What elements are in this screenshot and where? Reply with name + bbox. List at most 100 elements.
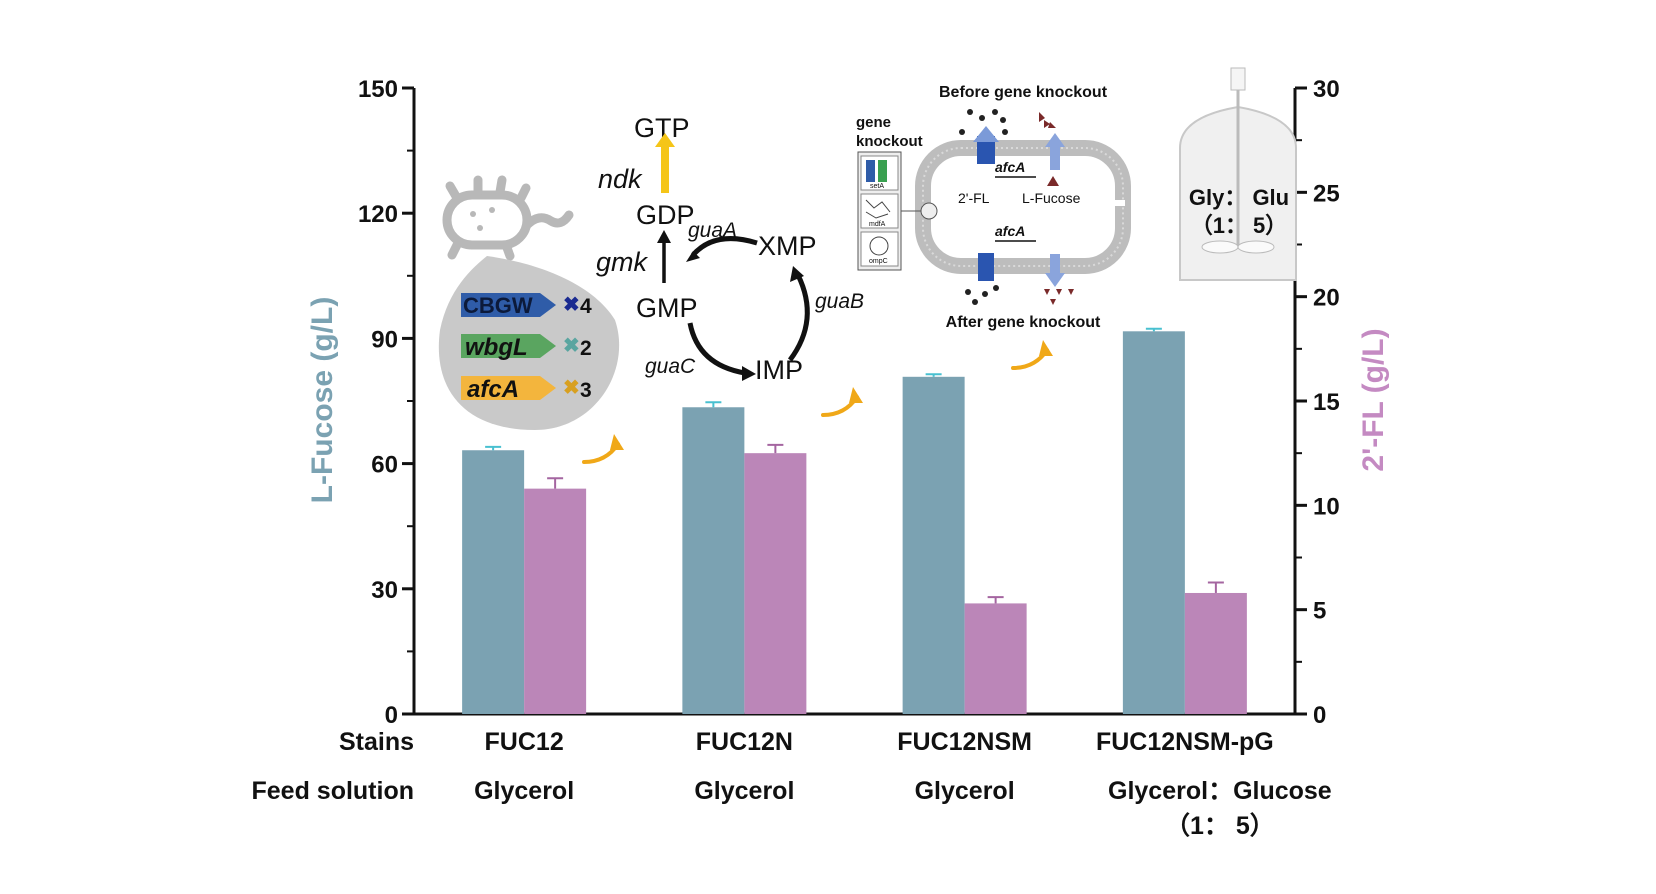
seta-protein-icon-2: [878, 160, 887, 182]
2fl-molecules-bottom: [965, 285, 999, 305]
gmp-to-imp-arc: [687, 322, 746, 376]
progression-arrow-head: [849, 387, 863, 403]
right-tick-label: 25: [1313, 180, 1340, 207]
pathway-gdp: GDP: [636, 200, 695, 230]
membrane-port-icon: [920, 202, 938, 220]
bar-l-fucose: [902, 376, 965, 714]
fermenter-ratio-line2: （1： 5）: [1191, 213, 1288, 238]
progression-arrows: [582, 340, 1053, 464]
imp-to-xmp-head: [790, 266, 804, 282]
fucose-export-arrow-head: [1045, 133, 1065, 147]
product-fucose: L-Fucose: [1022, 190, 1081, 206]
cassette-wbgl: wbgL ✖ 2: [461, 334, 592, 361]
pathway-inset: GTP ndk GDP gmk GMP XMP IMP guaA guaB gu…: [596, 113, 864, 385]
left-axis-title: L-Fucose (g/L): [306, 297, 339, 504]
ndk-arrow-head: [655, 133, 675, 147]
wbgl-label: wbgL: [465, 334, 528, 361]
before-knockout-label: Before gene knockout: [939, 84, 1108, 101]
progression-arrow-head: [610, 434, 624, 450]
right-tick-label: 5: [1313, 598, 1326, 625]
feed-label: Glycerol：Glucose: [1108, 777, 1332, 805]
right-axis-title: 2'-FL (g/L): [1357, 328, 1390, 471]
bar-2-fl: [964, 603, 1027, 714]
progression-arrow-head: [1039, 340, 1053, 356]
gmk-arrow-head: [657, 230, 671, 243]
pathway-gmk: gmk: [596, 247, 649, 277]
wbgl-copies: 2: [580, 337, 592, 360]
cbgw-label: CBGW: [463, 293, 533, 318]
left-tick-label: 60: [371, 452, 398, 479]
afca-x-icon: ✖: [563, 377, 580, 399]
gmp-to-imp-head: [742, 366, 756, 381]
transporter-ompc-label: ompC: [869, 258, 888, 265]
fucose-molecules-bottom: [1044, 289, 1074, 305]
cassette-cbgw: CBGW ✖ 4: [461, 293, 592, 318]
strain-label: FUC12N: [696, 728, 793, 756]
bar-layer: [462, 327, 1247, 714]
setA-transporter-before: [977, 136, 995, 164]
imp-to-xmp-arc: [787, 273, 810, 362]
feed-label: Glycerol: [474, 777, 574, 805]
cassette-afca: afcA ✖ 3: [461, 376, 592, 403]
impeller-right: [1237, 240, 1275, 254]
xmp-to-gmp-head: [686, 251, 700, 262]
left-tick-label: 30: [371, 577, 398, 604]
fermenter-cap: [1230, 67, 1246, 91]
bar-l-fucose: [462, 450, 525, 714]
strain-label: FUC12NSM: [897, 728, 1032, 756]
bar-l-fucose: [1122, 331, 1185, 714]
fucose-export-arrow: [1050, 142, 1060, 170]
afca-label: afcA: [467, 376, 519, 403]
ndk-arrow-shaft: [661, 143, 669, 193]
right-tick-label: 30: [1313, 76, 1340, 103]
cbgw-x-icon: ✖: [563, 294, 580, 316]
export-arrow-2fl: [973, 126, 999, 142]
fucose-arrow-after: [1050, 254, 1060, 276]
afca-gene-top: afcA: [995, 159, 1025, 175]
fermenter-ratio-line1: Gly： Glu: [1189, 185, 1289, 210]
knockout-inset: Before gene knockout After gene knockout…: [856, 84, 1131, 331]
pathway-guac: guaC: [645, 355, 696, 378]
after-knockout-label: After gene knockout: [946, 314, 1101, 331]
right-tick-label: 20: [1313, 285, 1340, 312]
transporter-mdfa-thumb: [860, 193, 899, 229]
fucose-icon: [1047, 176, 1059, 186]
pathway-imp: IMP: [755, 355, 803, 385]
left-tick-label: 0: [385, 702, 398, 729]
ompc-protein-icon: [869, 236, 889, 256]
feed-label: Glycerol: [694, 777, 794, 805]
impeller-left: [1201, 240, 1239, 254]
mdfa-protein-icon: [865, 199, 891, 219]
cbgw-arrow: [461, 293, 556, 317]
fucose-molecules-top: [1039, 112, 1056, 128]
right-tick-label: 15: [1313, 389, 1340, 416]
gene-cassette-inset: CBGW ✖ 4 wbgL ✖ 2 afcA ✖ 3: [438, 175, 620, 430]
strain-label: FUC12NSM-pG: [1096, 728, 1274, 756]
pathway-ndk: ndk: [598, 164, 643, 194]
fermenter-inset: Gly： Glu （1： 5）: [1179, 67, 1297, 281]
feed-row-label: Feed solution: [252, 777, 415, 805]
bar-2-fl: [524, 488, 587, 714]
fucose-arrow-after-head: [1045, 273, 1065, 287]
cell-membrane-texture: [922, 147, 1124, 267]
wbgl-arrow: [461, 334, 556, 358]
afca-arrow: [461, 376, 556, 400]
product-2fl: 2'-FL: [958, 190, 990, 206]
pathway-gmp: GMP: [636, 293, 698, 323]
right-tick-label: 0: [1313, 702, 1326, 729]
afca-copies: 3: [580, 379, 592, 402]
feed-label: Glycerol: [915, 777, 1015, 805]
left-tick-label: 150: [358, 76, 398, 103]
right-tick-label: 10: [1313, 493, 1340, 520]
left-tick-label: 90: [371, 326, 398, 353]
strain-label: FUC12: [485, 728, 564, 756]
cbgw-copies: 4: [580, 295, 592, 318]
side-label-line2: knockout: [856, 133, 923, 150]
pathway-guaa: guaA: [688, 219, 737, 242]
wbgl-x-icon: ✖: [563, 335, 580, 357]
feed-ratio-label: （1： 5）: [1165, 811, 1275, 840]
setA-transporter-after: [978, 253, 994, 281]
pathway-xmp: XMP: [758, 231, 817, 261]
bar-2-fl: [1184, 592, 1247, 714]
